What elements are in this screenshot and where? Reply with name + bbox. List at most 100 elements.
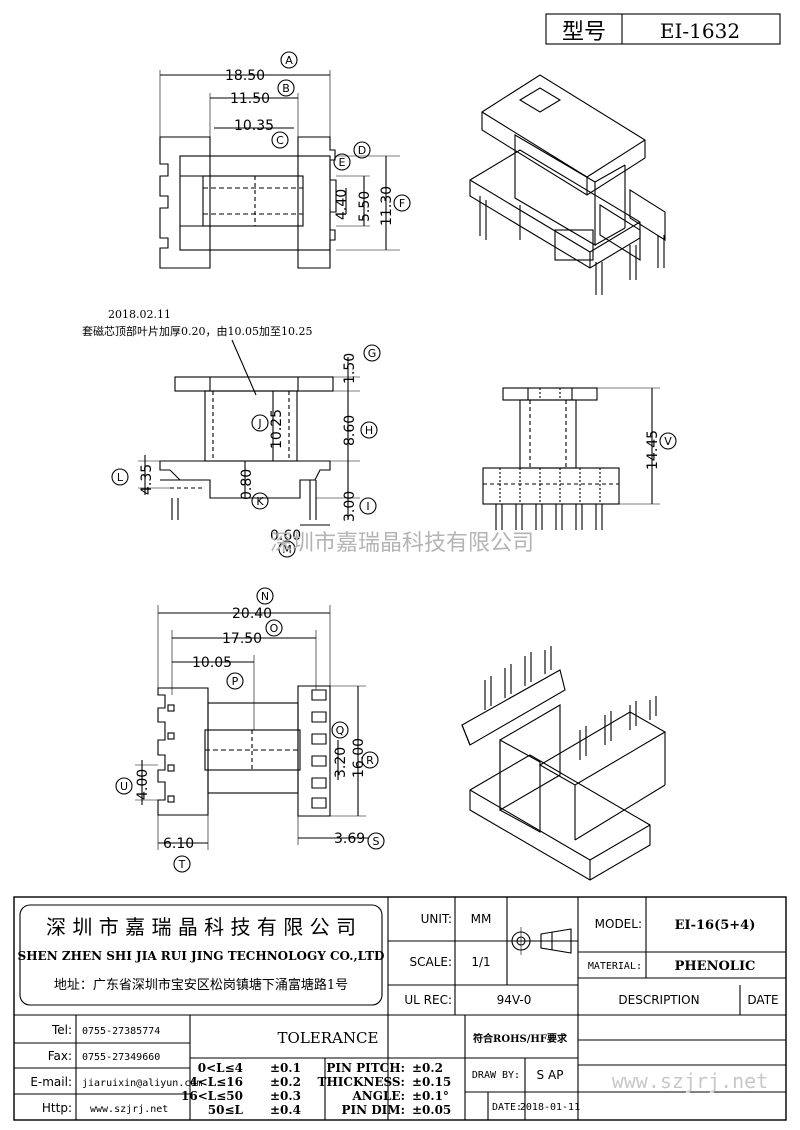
svg-text:H: H — [365, 424, 373, 437]
rohs-text: 符合ROHS/HF要求 — [473, 1032, 568, 1045]
spec-label: PIN PITCH: — [326, 1061, 405, 1075]
svg-text:D: D — [358, 144, 366, 157]
dim-c-value: 10.35 — [234, 118, 274, 134]
tel-value: 0755-27385774 — [82, 1026, 160, 1037]
dim-d-value: 5.50 — [357, 191, 373, 222]
dim-s-value: 3.69 — [334, 831, 365, 847]
isometric-view-top — [469, 74, 666, 295]
svg-text:G: G — [368, 347, 377, 360]
ul-rec-label: UL REC: — [404, 993, 452, 1007]
svg-text:M: M — [282, 543, 292, 556]
model-header-value: EI-1632 — [660, 19, 740, 43]
fax-label: Fax: — [48, 1049, 72, 1063]
svg-text:F: F — [399, 197, 405, 210]
spec-label: ANGLE: — [351, 1089, 405, 1103]
svg-text:E: E — [339, 156, 346, 169]
spec-label: PIN DIM: — [341, 1103, 405, 1117]
spec-value: ±0.1° — [412, 1089, 449, 1103]
dim-e-value: 4.40 — [334, 189, 350, 220]
label-i: I — [359, 497, 377, 515]
model-header-label: 型号 — [562, 20, 606, 45]
svg-text:I: I — [366, 500, 369, 513]
tolerance-table: 0<L≤4 ±0.1 4<L≤16 ±0.2 16<L≤50 ±0.3 50≤L ±0.4 PI… — [181, 1061, 451, 1117]
unit-label: UNIT: — [421, 912, 452, 926]
spec-value: ±0.05 — [412, 1103, 451, 1117]
http-value: www.szjrj.net — [90, 1104, 168, 1115]
svg-text:U: U — [120, 780, 128, 793]
side-view — [482, 387, 660, 530]
unit-value: MM — [471, 912, 492, 926]
bottom-view — [135, 605, 368, 850]
tolerance-range: 50≤L — [208, 1103, 244, 1117]
company-address: 地址：广东省深圳市宝安区松岗镇塘下涌富塘路1号 — [54, 977, 348, 993]
tel-label: Tel: — [51, 1023, 72, 1037]
dim-o-value: 17.50 — [222, 631, 262, 647]
dim-j-value: 10.25 — [269, 409, 285, 449]
spec-value: ±0.2 — [412, 1061, 443, 1075]
draw-by-label: DRAW BY: — [472, 1070, 520, 1081]
label-s: S — [367, 832, 385, 850]
label-f: F — [393, 194, 411, 212]
model-header: 型号 EI-1632 — [545, 13, 781, 45]
svg-text:J: J — [257, 417, 261, 430]
spec-label: THICKNESS: — [318, 1075, 405, 1089]
draw-by-value: S AP — [537, 1068, 564, 1082]
label-p: P — [226, 672, 244, 690]
svg-text:V: V — [664, 435, 672, 448]
label-r: R — [361, 751, 379, 769]
label-t: T — [173, 855, 191, 873]
svg-text:A: A — [285, 54, 293, 67]
tolerance-value: ±0.4 — [270, 1103, 301, 1117]
label-v: V — [659, 432, 677, 450]
svg-text:P: P — [232, 675, 239, 688]
tolerance-value: ±0.2 — [270, 1075, 301, 1089]
svg-text:R: R — [366, 754, 374, 767]
date-label: DATE — [747, 993, 778, 1007]
svg-text:Q: Q — [336, 724, 345, 737]
spec-value: ±0.15 — [412, 1075, 451, 1089]
dim-t-value: 6.10 — [163, 836, 194, 852]
watermark-url: www.szjrj.net — [612, 1069, 769, 1093]
isometric-view-bottom — [461, 646, 667, 881]
dim-v-value: 14.45 — [645, 430, 661, 470]
description-label: DESCRIPTION — [618, 993, 699, 1007]
svg-text:N: N — [261, 590, 269, 603]
svg-text:B: B — [282, 82, 290, 95]
tolerance-value: ±0.3 — [270, 1089, 301, 1103]
label-q: Q — [331, 721, 349, 739]
label-a: A — [280, 51, 298, 69]
dim-g-value: 1.50 — [342, 353, 358, 384]
model-label: MODEL: — [595, 917, 642, 931]
dim-i-value: 3.00 — [342, 491, 358, 522]
svg-text:L: L — [117, 471, 124, 484]
company-name-cn: 深 圳 市 嘉 瑞 晶 科 技 有 限 公 司 — [46, 915, 356, 939]
date-field-value: 2018-01-11 — [520, 1102, 580, 1113]
dim-h-value: 8.60 — [342, 415, 358, 446]
tolerance-range: 16<L≤50 — [181, 1089, 243, 1103]
company-name-en: SHEN ZHEN SHI JIA RUI JING TECHNOLOGY CO… — [18, 949, 385, 963]
label-b: B — [277, 79, 295, 97]
fax-value: 0755-27349660 — [82, 1052, 160, 1063]
label-h: H — [360, 421, 378, 439]
material-label: MATERIAL: — [588, 961, 642, 972]
label-j: J — [251, 414, 269, 432]
note-date: 2018.02.11 — [108, 308, 171, 321]
label-d: D — [353, 141, 371, 159]
dim-q-value: 3.20 — [333, 747, 349, 778]
dim-f-value: 11.30 — [379, 186, 395, 226]
label-g: G — [363, 344, 381, 362]
dim-k-value: 0.80 — [239, 469, 255, 500]
scale-value: 1/1 — [471, 955, 490, 969]
label-u: U — [115, 777, 133, 795]
title-block-text: 深 圳 市 嘉 瑞 晶 科 技 有 限 公 司 SHEN ZHEN SHI JI… — [18, 912, 779, 1115]
ul-rec-value: 94V-0 — [497, 993, 532, 1007]
dim-r-value: 16.00 — [351, 738, 367, 778]
tolerance-value: ±0.1 — [270, 1061, 301, 1075]
label-o: O — [265, 619, 283, 637]
label-l: L — [111, 468, 129, 486]
tolerance-range: 0<L≤4 — [198, 1061, 243, 1075]
tolerance-range: 4<L≤16 — [189, 1075, 243, 1089]
tolerance-title: TOLERANCE — [278, 1029, 379, 1047]
note-leader-line — [231, 339, 257, 396]
label-n: N — [256, 587, 274, 605]
